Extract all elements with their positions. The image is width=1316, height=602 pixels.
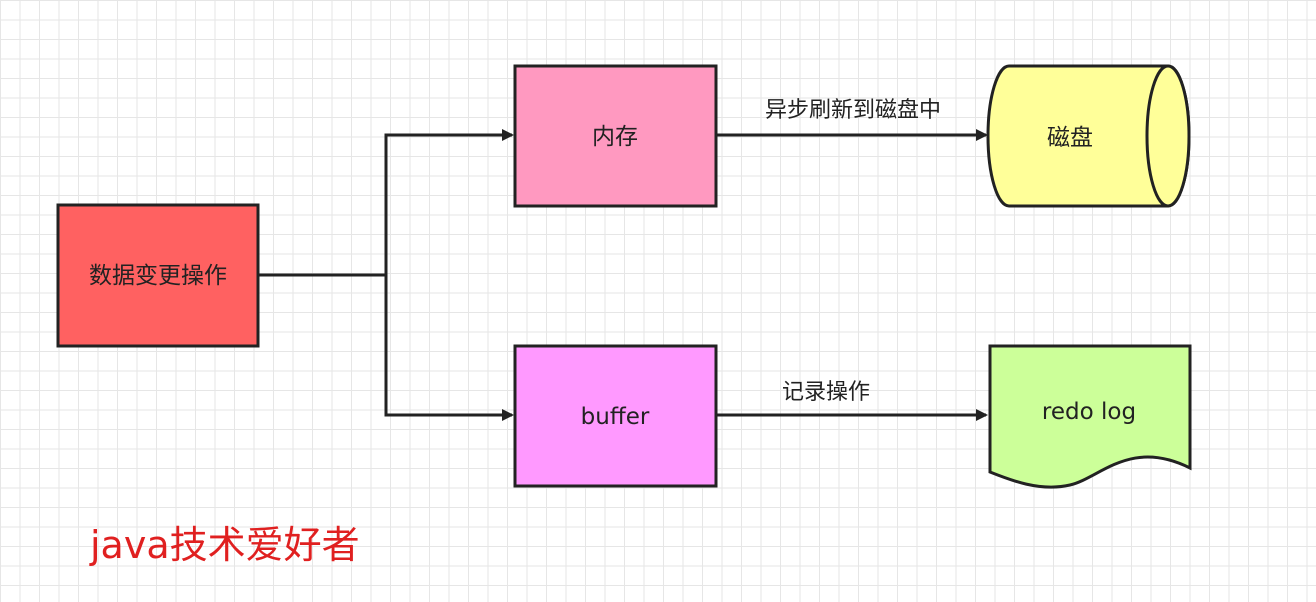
- connectors: [258, 129, 988, 421]
- node-memory: 内存: [513, 64, 718, 208]
- edge-to-memory: [384, 129, 514, 275]
- node-redo-log: redo log: [988, 344, 1192, 489]
- node-disk: 磁盘: [986, 64, 1191, 208]
- node-redo-log-label: redo log: [1042, 399, 1136, 425]
- edge-label-buffer-to-redo: 记录操作: [782, 380, 870, 405]
- node-buffer-label: buffer: [581, 404, 650, 430]
- node-source-label: 数据变更操作: [89, 263, 227, 289]
- node-source: 数据变更操作: [56, 203, 260, 348]
- watermark: java技术爱好者: [89, 523, 360, 567]
- edge-label-memory-to-disk: 异步刷新到磁盘中: [765, 98, 941, 123]
- node-memory-label: 内存: [592, 124, 638, 150]
- node-buffer: buffer: [513, 344, 718, 488]
- edge-to-buffer: [384, 275, 514, 421]
- node-disk-label: 磁盘: [1047, 125, 1093, 151]
